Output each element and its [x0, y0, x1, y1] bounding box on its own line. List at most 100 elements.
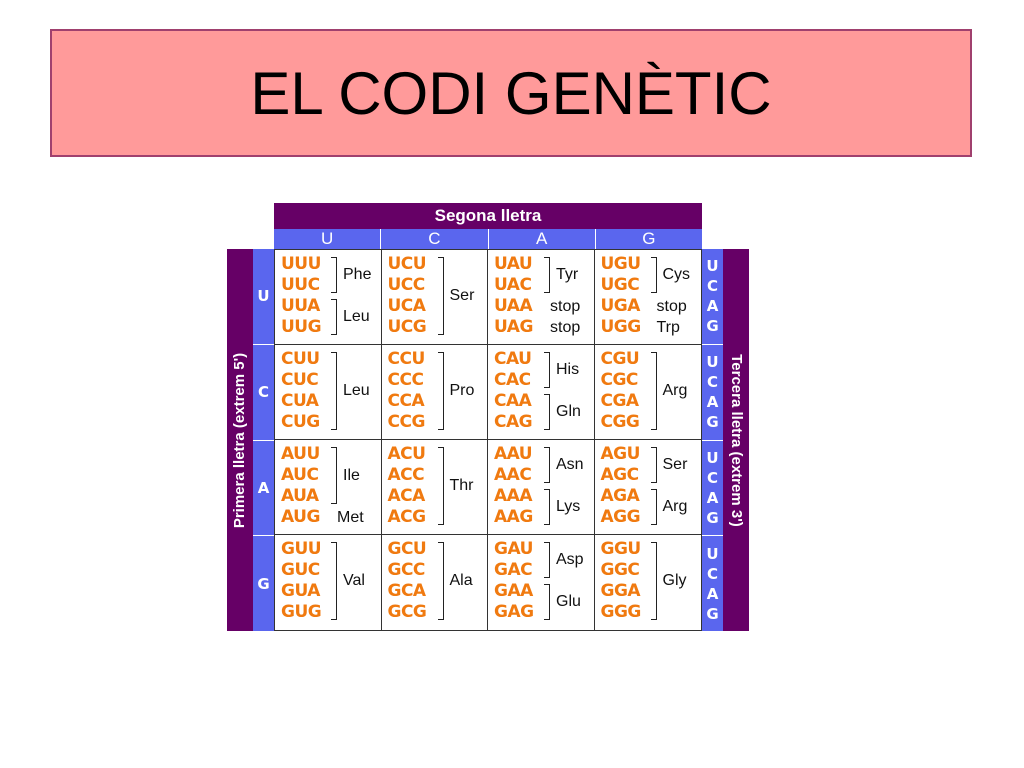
codon-bracket — [544, 352, 550, 388]
codon: ACC — [387, 465, 425, 485]
codon: UCA — [387, 296, 426, 316]
amino-acid-label: stop — [550, 318, 581, 336]
codon: AGU — [600, 444, 641, 464]
second-letter: G — [642, 229, 656, 248]
codon: AAA — [494, 486, 532, 506]
codon: UGU — [600, 254, 642, 274]
codon: ACU — [387, 444, 426, 464]
title-banner: EL CODI GENÈTIC — [50, 29, 972, 157]
codon: CCU — [387, 349, 426, 369]
amino-acid-label: His — [556, 361, 580, 378]
second-letter: C — [381, 229, 489, 249]
amino-acid-label: Leu — [343, 382, 370, 399]
codon: CGA — [600, 391, 640, 411]
codon: CAA — [494, 391, 532, 411]
amino-acid-label: Thr — [449, 477, 474, 494]
codon: CAG — [494, 412, 533, 432]
codon: AAC — [494, 465, 532, 485]
codon-bracket — [544, 447, 550, 483]
codon-bracket — [331, 299, 337, 335]
third-letter: A — [706, 393, 719, 412]
amino-acid-label: Val — [343, 572, 365, 589]
codon: GGA — [600, 581, 641, 601]
codon: UCC — [387, 275, 426, 295]
codon: UCG — [387, 317, 427, 337]
codon: GUG — [281, 602, 322, 622]
codon: AUU — [281, 444, 320, 464]
third-letter: G — [706, 413, 719, 432]
codon: CAU — [494, 349, 532, 369]
codon-bracket — [544, 542, 550, 578]
third-letter: A — [706, 584, 719, 603]
first-letter-label-column: Primera lletra (extrem 5') — [227, 249, 253, 631]
codon-bracket — [331, 257, 337, 293]
amino-acid-label: stop — [656, 297, 687, 315]
first-letter: A — [253, 441, 274, 537]
codon: UAA — [494, 296, 533, 316]
codon-bracket — [544, 394, 550, 430]
codon: UGC — [600, 275, 640, 295]
codon: GGG — [600, 602, 642, 622]
codon: GGU — [600, 539, 642, 559]
third-letter: C — [706, 277, 718, 296]
codon-bracket — [650, 489, 657, 525]
codon: UAU — [494, 254, 533, 274]
amino-acid-label: Tyr — [556, 266, 579, 283]
codon-bracket — [331, 352, 337, 430]
amino-acid-label: Ala — [449, 572, 473, 589]
codon: AAU — [494, 444, 533, 464]
codon-bracket — [437, 257, 444, 335]
amino-acid-label: Phe — [343, 266, 372, 283]
codon: GUU — [281, 539, 322, 559]
codon: UAG — [494, 317, 533, 337]
codon: UUG — [281, 317, 322, 337]
codon: GAA — [494, 581, 533, 601]
first-letter: G — [257, 574, 270, 593]
codon: AGC — [600, 465, 640, 485]
codon: ACA — [387, 486, 426, 506]
codon: CAC — [494, 370, 531, 390]
third-letter: U — [706, 544, 719, 563]
third-letter: U — [706, 353, 719, 372]
amino-acid-label: Leu — [343, 308, 370, 325]
third-letter: U — [706, 257, 719, 276]
genetic-code-table: Segona lletra U C A G Primera lletra (ex… — [227, 203, 749, 631]
codon: CUG — [281, 412, 320, 432]
third-letter: C — [706, 373, 718, 392]
first-letter: C — [253, 345, 274, 441]
codon: CGG — [600, 412, 640, 432]
second-letter: U — [274, 229, 382, 249]
third-letter: C — [706, 564, 718, 583]
codon: UGA — [600, 296, 641, 316]
codon: AUC — [281, 465, 319, 485]
amino-acid-label: Gln — [556, 403, 581, 420]
codon: GAC — [494, 560, 533, 580]
amino-acid-label: Glu — [556, 593, 581, 610]
codon: GUC — [281, 560, 320, 580]
codon: CUC — [281, 370, 319, 390]
